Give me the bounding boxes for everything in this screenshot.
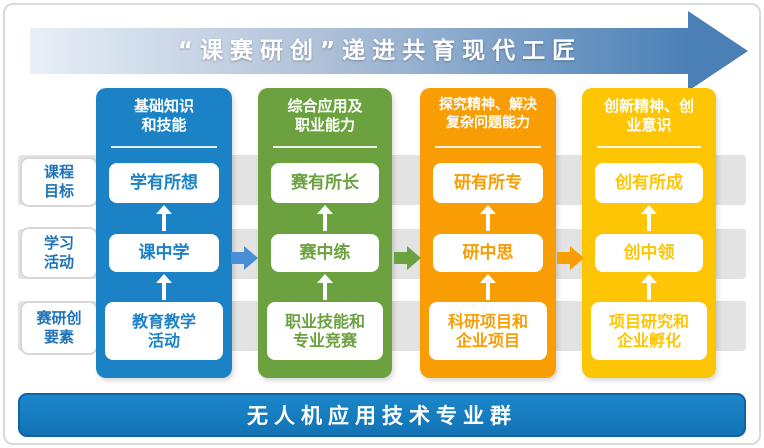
top-arrow-banner: “课赛研创”递进共育现代工匠	[30, 10, 750, 92]
activity-box: 创中领	[595, 234, 703, 272]
row-label-course-goals: 课程 目标	[20, 157, 98, 207]
goal-box: 学有所想	[109, 163, 219, 203]
flow-arrow-icon	[231, 246, 258, 270]
column-header: 综合应用及 职业能力	[287, 97, 363, 135]
column-innovation-entrepreneurship: 创新精神、创 业意识 创有所成 创中领 项目研究和 企业孵化	[582, 88, 716, 378]
activity-box: 赛中练	[271, 234, 379, 272]
activity-box: 课中学	[109, 234, 219, 272]
element-box: 科研项目和 企业项目	[429, 302, 547, 360]
professional-group-title: 无人机应用技术专业群	[247, 403, 517, 428]
header-underline	[272, 146, 378, 148]
goal-box: 创有所成	[595, 163, 703, 203]
up-arrow-icon	[640, 274, 658, 300]
arrow-head-icon	[688, 11, 748, 91]
up-arrow-icon	[316, 205, 334, 231]
row-label-competition-research-innovation-elements: 赛研创 要素	[20, 301, 98, 355]
header-underline	[434, 146, 542, 148]
up-arrow-icon	[316, 274, 334, 300]
up-arrow-icon	[155, 205, 173, 231]
column-course-basic-knowledge: 基础知识 和技能 学有所想 课中学 教育教学 活动	[96, 88, 232, 378]
flow-arrow-icon	[394, 246, 421, 270]
goal-box: 研有所专	[433, 163, 543, 203]
column-header: 探究精神、解决 复杂问题能力	[439, 97, 537, 131]
column-header: 基础知识 和技能	[133, 97, 194, 135]
up-arrow-icon	[479, 205, 497, 231]
element-box: 项目研究和 企业孵化	[591, 302, 707, 360]
up-arrow-icon	[640, 205, 658, 231]
column-research-problem-solving: 探究精神、解决 复杂问题能力 研有所专 研中思 科研项目和 企业项目	[420, 88, 556, 378]
flow-arrow-icon	[557, 246, 584, 270]
arrow-body	[30, 28, 690, 74]
column-header: 创新精神、创 业意识	[603, 97, 694, 135]
element-box: 教育教学 活动	[105, 302, 223, 360]
header-underline	[110, 146, 218, 148]
element-box: 职业技能和 专业竞赛	[267, 302, 383, 360]
footer-banner: 无人机应用技术专业群	[18, 393, 746, 437]
row-label-learning-activities: 学习 活动	[20, 227, 98, 279]
column-competition-comprehensive-ability: 综合应用及 职业能力 赛有所长 赛中练 职业技能和 专业竞赛	[258, 88, 392, 378]
diagram-title: “课赛研创”递进共育现代工匠	[177, 38, 583, 64]
up-arrow-icon	[155, 274, 173, 300]
up-arrow-icon	[479, 274, 497, 300]
activity-box: 研中思	[433, 234, 543, 272]
header-underline	[596, 146, 702, 148]
goal-box: 赛有所长	[271, 163, 379, 203]
